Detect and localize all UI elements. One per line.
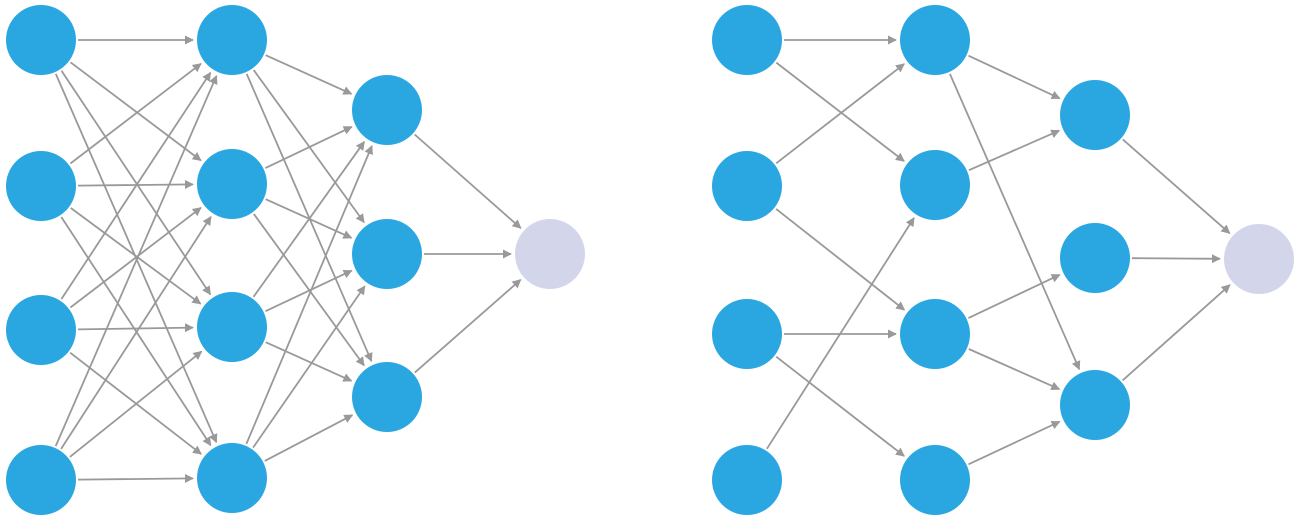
connection-arrow [968, 54, 1061, 100]
hidden-node [197, 149, 267, 219]
hidden-node [1060, 80, 1130, 150]
connection-arrow [69, 206, 202, 309]
hidden-node [900, 5, 970, 75]
hidden-node [352, 362, 422, 432]
connection-arrow [69, 62, 202, 165]
input-node [712, 299, 782, 369]
connection-arrow [968, 273, 1061, 319]
connection-arrow [265, 54, 353, 95]
connection-arrow [77, 473, 194, 483]
connection-arrow [264, 414, 354, 462]
connection-arrow [775, 61, 905, 162]
fully-connected-network [6, 5, 585, 515]
output-node [1224, 224, 1294, 294]
hidden-node [900, 445, 970, 515]
connection-arrow [69, 350, 203, 458]
input-node [6, 5, 76, 75]
connection-arrow [968, 129, 1061, 172]
sparse-network [712, 5, 1294, 515]
input-node [712, 151, 782, 221]
hidden-node [1060, 370, 1130, 440]
connection-arrow [252, 140, 366, 298]
output-node [515, 219, 585, 289]
connection-arrow [949, 73, 1081, 371]
connection-arrow [253, 213, 365, 367]
input-node [6, 151, 76, 221]
hidden-node [900, 299, 970, 369]
input-node [712, 5, 782, 75]
input-node [6, 445, 76, 515]
connection-arrow [70, 207, 202, 305]
connection-arrow [1122, 138, 1231, 234]
connection-arrow [968, 420, 1061, 466]
input-node [6, 295, 76, 365]
connection-arrow [60, 216, 212, 450]
input-node [712, 445, 782, 515]
hidden-node [352, 75, 422, 145]
connection-arrow [766, 217, 915, 450]
connection-arrow [414, 279, 522, 374]
connection-arrow [968, 348, 1061, 391]
connection-arrow [265, 125, 353, 169]
hidden-node [900, 150, 970, 220]
connection-arrow [252, 69, 365, 224]
connection-arrow [77, 323, 194, 333]
connection-arrow [775, 355, 905, 457]
hidden-node [197, 443, 267, 513]
hidden-node [352, 219, 422, 289]
hidden-node [197, 292, 267, 362]
connection-arrow [60, 71, 212, 300]
connection-arrow [775, 63, 905, 165]
connection-arrow [265, 269, 353, 313]
connection-arrow [69, 61, 202, 162]
hidden-node [1060, 223, 1130, 293]
connection-arrow [54, 74, 218, 447]
connection-arrow [414, 133, 522, 229]
connection-arrow [1122, 284, 1231, 382]
connection-arrow [265, 341, 353, 382]
connection-arrow [245, 145, 373, 445]
connection-arrow [1131, 254, 1221, 264]
connection-arrow [775, 208, 906, 311]
hidden-node [197, 5, 267, 75]
connection-arrow [252, 285, 366, 449]
